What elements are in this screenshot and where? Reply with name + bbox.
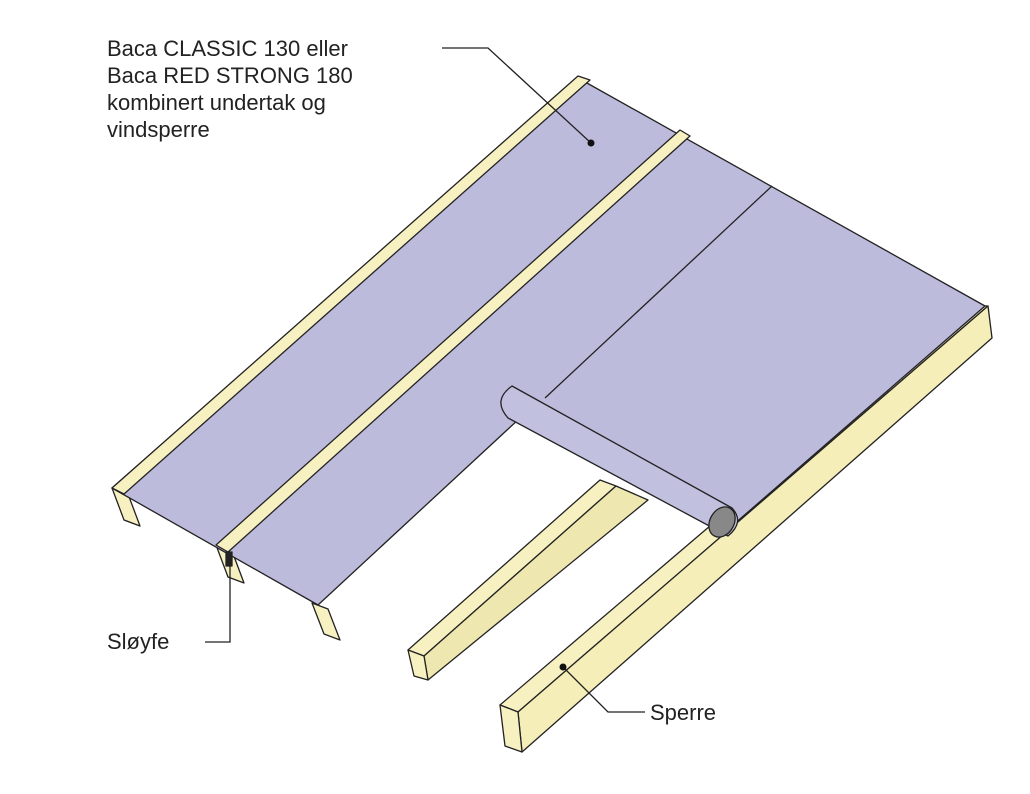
membrane-label-line-4: vindsperre <box>107 117 210 142</box>
membrane-label: Baca CLASSIC 130 eller Baca RED STRONG 1… <box>107 35 353 143</box>
membrane-leader <box>442 47 592 144</box>
rafter-end-3 <box>311 602 341 641</box>
membrane-label-line-1: Baca CLASSIC 130 eller <box>107 36 348 61</box>
batten-label: Sløyfe <box>107 629 170 654</box>
rafter-middle-top <box>407 479 617 657</box>
membrane-label-line-2: Baca RED STRONG 180 <box>107 63 353 88</box>
batten-clip <box>225 551 233 567</box>
roll-end <box>708 506 736 538</box>
rafter-middle-end <box>407 649 429 681</box>
membrane-leader-dot <box>587 139 595 147</box>
rafter-right-end <box>499 704 523 753</box>
membrane-roll <box>500 385 739 537</box>
rafter-leader <box>562 666 645 713</box>
membrane-label-line-3: kombinert undertak og <box>107 90 326 115</box>
batten-leader <box>205 566 231 643</box>
batten-1 <box>111 75 591 495</box>
rafter-leader-dot <box>559 663 567 671</box>
rafter-label: Sperre <box>650 700 717 725</box>
membrane-seam <box>544 185 773 399</box>
